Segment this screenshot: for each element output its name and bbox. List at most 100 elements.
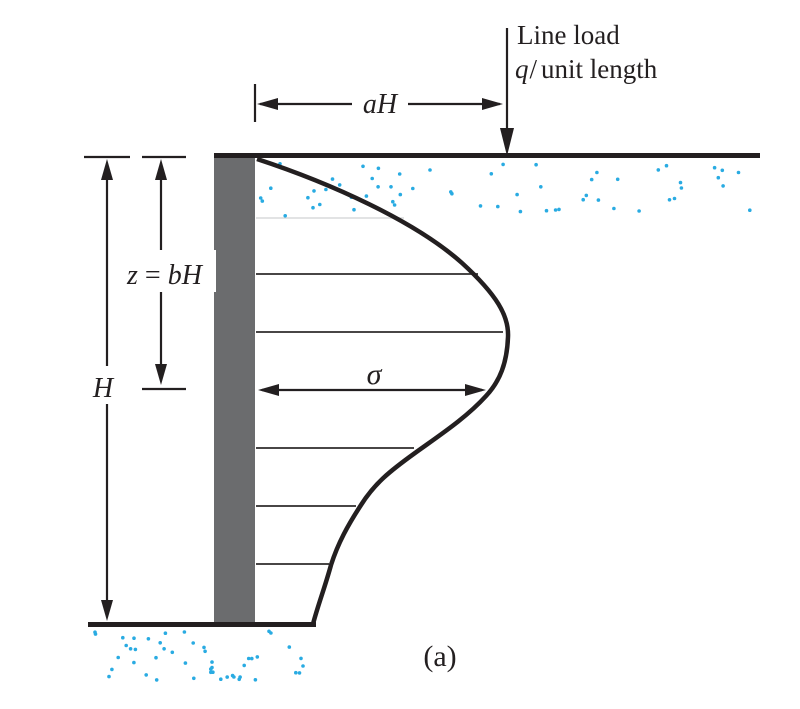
soil-dot — [246, 656, 251, 661]
soil-dot — [376, 166, 381, 171]
soil-dot — [318, 202, 322, 207]
soil-dot — [478, 204, 483, 208]
soil-dot — [116, 655, 120, 660]
soil-dot — [219, 677, 223, 681]
soil-dot — [664, 163, 669, 168]
soil-dot — [110, 667, 114, 672]
soil-dot — [515, 192, 519, 197]
soil-dot — [544, 208, 549, 213]
soil-dot — [612, 206, 616, 211]
soil-dot — [398, 192, 403, 197]
dimension-z-bH — [142, 155, 186, 391]
soil-dot — [678, 180, 683, 185]
soil-dot — [299, 656, 303, 661]
soil-dot — [203, 649, 207, 654]
label-mask — [352, 86, 408, 120]
soil-dot — [297, 671, 302, 675]
dimension-H — [84, 155, 130, 621]
soil-dot — [392, 203, 397, 207]
soil-dot — [183, 661, 188, 665]
soil-dot — [158, 641, 162, 645]
pressure-curve — [256, 156, 511, 625]
ground-surface-bottom — [88, 622, 316, 627]
soil-dot — [324, 187, 328, 192]
soil-dot — [242, 663, 246, 668]
soil-dot — [209, 667, 213, 671]
z-symbol: z — [126, 260, 138, 291]
soil-dot — [672, 196, 677, 201]
line-load-arrow — [500, 28, 514, 156]
line-load-label-line1: Line load — [517, 20, 620, 50]
soil-dot — [154, 678, 159, 682]
soil-dot — [539, 185, 543, 189]
soil-dot — [637, 209, 641, 213]
soil-dot — [589, 177, 594, 182]
soil-dot — [154, 655, 158, 660]
soil-dot — [721, 184, 725, 188]
soil-dot — [311, 205, 315, 210]
soil-dot — [163, 631, 168, 635]
soil-dot — [144, 673, 148, 677]
arrowhead-right — [482, 98, 503, 110]
soil-dot — [501, 162, 505, 167]
slash: / — [530, 54, 538, 84]
soil-dot — [411, 186, 415, 191]
figure-caption: (a) — [423, 640, 456, 673]
soil-dot — [253, 678, 258, 682]
soil-dot — [225, 675, 229, 679]
soil-dot — [489, 172, 494, 176]
ground-surface-top — [214, 153, 760, 158]
soil-dot — [361, 164, 365, 169]
unit-length-text: unit length — [541, 54, 658, 84]
soil-dot — [210, 660, 214, 664]
arrowhead-left — [258, 384, 279, 396]
soil-dot — [283, 214, 288, 218]
soil-dot — [121, 635, 125, 640]
soil-dot — [267, 629, 271, 634]
soil-dot — [294, 670, 298, 675]
equals: = — [138, 260, 168, 291]
soil-dot — [595, 170, 599, 175]
soil-dot — [170, 650, 175, 655]
soil-dot — [107, 674, 111, 679]
soil-dot — [301, 664, 305, 668]
arrowhead-down — [155, 364, 167, 385]
soil-dot — [534, 162, 538, 167]
arrowhead-down — [101, 600, 113, 621]
soil-dot — [449, 190, 453, 194]
line-load-label-line2: q/unit length — [515, 54, 658, 84]
soil-dot — [370, 176, 375, 181]
soil-dot — [211, 670, 215, 674]
aH-label: aH — [363, 89, 399, 120]
arrowhead-up — [155, 159, 167, 180]
arrowhead-down — [500, 128, 514, 156]
soil-dot — [287, 645, 292, 649]
label-mask — [120, 250, 216, 292]
soil-dot — [518, 209, 523, 214]
soil-dot — [553, 208, 558, 212]
soil-dot — [202, 645, 206, 650]
soil-dot — [428, 168, 432, 172]
soil-stipple-top — [221, 162, 752, 218]
arrowhead-left — [257, 98, 278, 110]
z-bH-label: z = bH — [126, 260, 204, 291]
soil-dot — [736, 170, 741, 175]
soil-dot — [312, 189, 316, 193]
soil-dot — [306, 195, 310, 200]
soil-dot — [557, 207, 561, 212]
soil-dot — [238, 675, 242, 679]
soil-dot — [255, 655, 260, 659]
soil-dot — [667, 198, 672, 202]
soil-dot — [124, 643, 128, 648]
soil-dot — [596, 198, 601, 202]
soil-dot — [330, 177, 335, 181]
soil-dot — [146, 637, 151, 641]
soil-dot — [364, 194, 369, 198]
soil-dot — [132, 660, 136, 665]
soil-dot — [191, 641, 195, 645]
soil-dot — [656, 168, 661, 172]
soil-dot — [615, 177, 620, 182]
soil-dot — [93, 630, 97, 634]
